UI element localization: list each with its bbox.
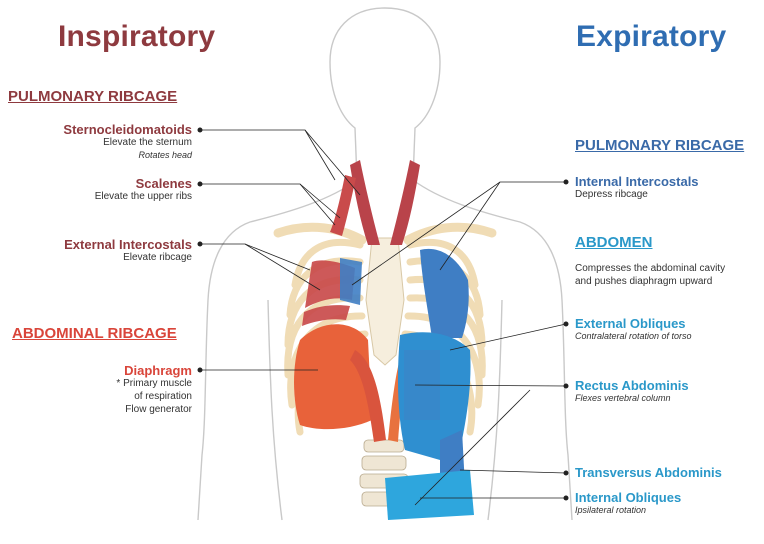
abdomen-desc-line1: Compresses the abdominal cavity — [575, 263, 726, 274]
transversus-abdominis-name: Transversus Abdominis — [575, 465, 722, 480]
leader-lines — [200, 129, 567, 506]
rectus-abdominis-name: Rectus Abdominis — [575, 378, 689, 393]
rectus-abdominis-note: Flexes vertebral column — [575, 393, 671, 403]
external-intercostals-desc: Elevate ribcage — [123, 252, 192, 263]
sternum — [365, 237, 405, 366]
internal-obliques-label: Internal Obliques Ipsilateral rotation — [575, 491, 681, 517]
internal-intercostals-muscle — [340, 248, 469, 338]
internal-obliques-name: Internal Obliques — [575, 490, 682, 505]
right-section-abdomen: ABDOMEN — [575, 234, 653, 251]
external-obliques-note: Contralateral rotation of torso — [575, 331, 692, 341]
external-intercostals-name: External Intercostals — [64, 237, 192, 252]
scalenes-desc: Elevate the upper ribs — [94, 191, 192, 202]
body-outline — [197, 7, 573, 521]
internal-intercostals-name: Internal Intercostals — [575, 174, 699, 189]
right-section-pulmonary-ribcage: PULMONARY RIBCAGE — [575, 137, 745, 154]
sternocleidomatoids-label: Sternocleidomatoids Elevate the sternum … — [0, 123, 192, 162]
external-obliques-name: External Obliques — [575, 316, 686, 331]
scalenes-label: Scalenes Elevate the upper ribs — [0, 177, 192, 203]
diaphragm-line3: Flow generator — [125, 404, 192, 415]
clavicles — [273, 222, 497, 245]
diaphragm-label: Diaphragm * Primary muscle of respiratio… — [0, 364, 192, 416]
internal-obliques-note: Ipsilateral rotation — [575, 505, 647, 515]
abdomen-description: Compresses the abdominal cavity and push… — [575, 262, 725, 288]
left-section-pulmonary-ribcage: PULMONARY RIBCAGE — [8, 88, 178, 105]
internal-intercostals-desc: Depress ribcage — [575, 189, 648, 200]
external-intercostals-label: External Intercostals Elevate ribcage — [0, 238, 192, 264]
internal-intercostals-label: Internal Intercostals Depress ribcage — [575, 175, 699, 201]
rectus-abdominis-label: Rectus Abdominis Flexes vertebral column — [575, 379, 689, 405]
inspiratory-title: Inspiratory — [58, 20, 216, 53]
left-section-abdominal-ribcage: ABDOMINAL RIBCAGE — [12, 325, 177, 342]
sternocleidomatoids-name: Sternocleidomatoids — [63, 122, 192, 137]
neck-muscles — [330, 160, 420, 245]
diaphragm-line1: * Primary muscle — [116, 378, 192, 389]
external-obliques-label: External Obliques Contralateral rotation… — [575, 317, 692, 343]
abdomen-desc-line2: and pushes diaphragm upward — [575, 276, 713, 287]
sternocleidomatoids-desc: Elevate the sternum — [103, 137, 192, 148]
leader-dots — [197, 127, 569, 501]
expiratory-title: Expiratory — [576, 20, 727, 53]
sternocleidomatoids-note: Rotates head — [138, 150, 192, 160]
transversus-abdominis-label: Transversus Abdominis — [575, 466, 722, 479]
scalenes-name: Scalenes — [135, 176, 192, 191]
diaphragm-name: Diaphragm — [124, 363, 192, 378]
diaphragm-line2: of respiration — [134, 391, 192, 402]
